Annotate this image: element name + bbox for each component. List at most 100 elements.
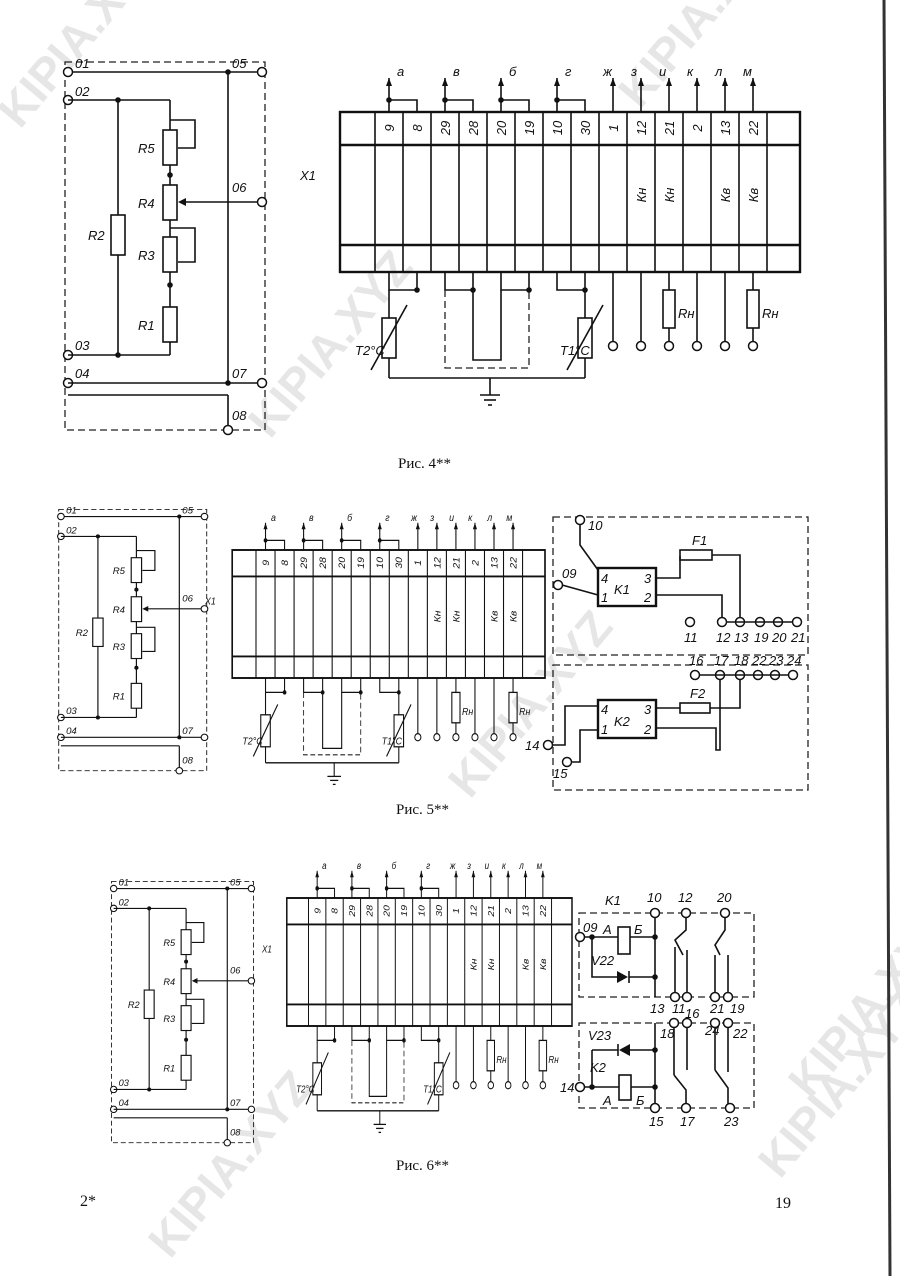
wire [656, 556, 681, 579]
output-terminal [509, 732, 517, 742]
output-terminal [719, 340, 731, 352]
arrow-up-icon [498, 78, 504, 86]
label-05: 05 [182, 505, 193, 516]
arrow-up-icon [506, 870, 510, 878]
output-label: в [309, 513, 314, 525]
label-09: 09 [583, 920, 597, 935]
wiper-arrow-icon [142, 605, 149, 612]
output-label: г [426, 860, 430, 871]
resistor-r3 [180, 1005, 192, 1032]
terminal-06 [256, 196, 268, 208]
wire [656, 679, 721, 751]
column-mark: Кн [662, 188, 677, 203]
terminal-number: 12 [634, 120, 649, 135]
k2-top-label: 24 [704, 1023, 719, 1038]
label-02: 02 [75, 84, 90, 99]
arrow-up-icon [386, 78, 392, 86]
resistor-rn [662, 289, 676, 329]
output-terminal [663, 340, 675, 352]
wire [388, 272, 418, 291]
arrow-up-icon [491, 522, 497, 530]
pin-label: 1 [601, 590, 608, 605]
wire [656, 594, 723, 618]
wire [341, 539, 362, 550]
relay-k1 [596, 566, 658, 608]
label-08: 08 [230, 1128, 241, 1138]
terminal-number: 30 [578, 120, 593, 135]
output-label: к [468, 513, 473, 525]
output-label: б [509, 64, 517, 79]
coil-b-label: Б [636, 1093, 645, 1108]
relay-k2-label: K2 [614, 714, 631, 729]
pin-label: 4 [601, 702, 608, 717]
row1-label: 12 [716, 630, 731, 645]
column-mark: Кн [487, 958, 496, 970]
terminal-1 [716, 616, 728, 628]
column-mark: Кн [433, 610, 443, 623]
resistor-r5 [180, 929, 192, 956]
output-label: а [271, 513, 276, 525]
junction-dot [167, 172, 173, 178]
label-r3: R3 [113, 641, 126, 652]
terminal-number: 20 [494, 120, 509, 136]
terminal-number: 19 [522, 121, 537, 135]
resistor-rn [538, 1039, 548, 1072]
label-v22: V22 [591, 953, 615, 968]
wire [444, 272, 474, 291]
label-01: 01 [119, 878, 129, 888]
k2-bottom-label: 17 [680, 1114, 695, 1129]
label-v23: V23 [588, 1028, 612, 1043]
wire [303, 539, 324, 550]
relay-k2-boundary [578, 1022, 755, 1109]
pin-label: 1 [601, 722, 608, 737]
arrow-up-icon [750, 78, 756, 86]
output-label: и [485, 860, 489, 871]
terminal-number: 1 [452, 908, 461, 914]
thermistor-slash [427, 1052, 451, 1105]
label-03: 03 [75, 338, 90, 353]
relay-coil-k1 [617, 926, 631, 955]
terminal-number: 21 [452, 557, 462, 570]
output-terminal [452, 732, 460, 742]
terminal-08 [222, 424, 234, 436]
terminal-number: 8 [281, 559, 291, 565]
junction-dot [167, 282, 173, 288]
output-label: г [565, 64, 572, 79]
output-terminal [433, 732, 441, 742]
output-terminal [414, 732, 422, 742]
arrow-up-icon [350, 870, 354, 878]
terminal-number: 20 [383, 904, 392, 918]
output-label: и [449, 513, 454, 525]
thermistor-t2-label: T2°C [355, 343, 385, 358]
wire [136, 550, 156, 572]
terminal-number: 10 [376, 556, 386, 568]
resistor-r4 [162, 184, 178, 221]
terminal-number: 1 [606, 124, 621, 131]
cable-wire [322, 692, 343, 750]
arrow-up-icon [453, 522, 458, 530]
column-mark: Кв [490, 611, 500, 623]
strip-label-x1: X1 [204, 596, 216, 608]
terminal-01 [109, 884, 118, 893]
label-r3: R3 [138, 248, 155, 263]
junction-dot [263, 538, 268, 543]
arrow-up-icon [442, 78, 448, 86]
terminal-number: 9 [262, 559, 272, 565]
k1-bottom-label: 11 [672, 1001, 686, 1016]
terminal-05-end [247, 884, 256, 893]
wire [170, 227, 196, 263]
terminal-number: 30 [435, 904, 444, 916]
wire [591, 937, 617, 978]
terminal [722, 991, 734, 1003]
arrow-up-icon [554, 78, 560, 86]
output-terminal [452, 1081, 460, 1090]
terminal-06 [247, 977, 256, 985]
junction-dot [358, 690, 363, 695]
label-06: 06 [232, 180, 247, 195]
label-01: 01 [66, 505, 77, 516]
terminal-08 [223, 1138, 232, 1147]
